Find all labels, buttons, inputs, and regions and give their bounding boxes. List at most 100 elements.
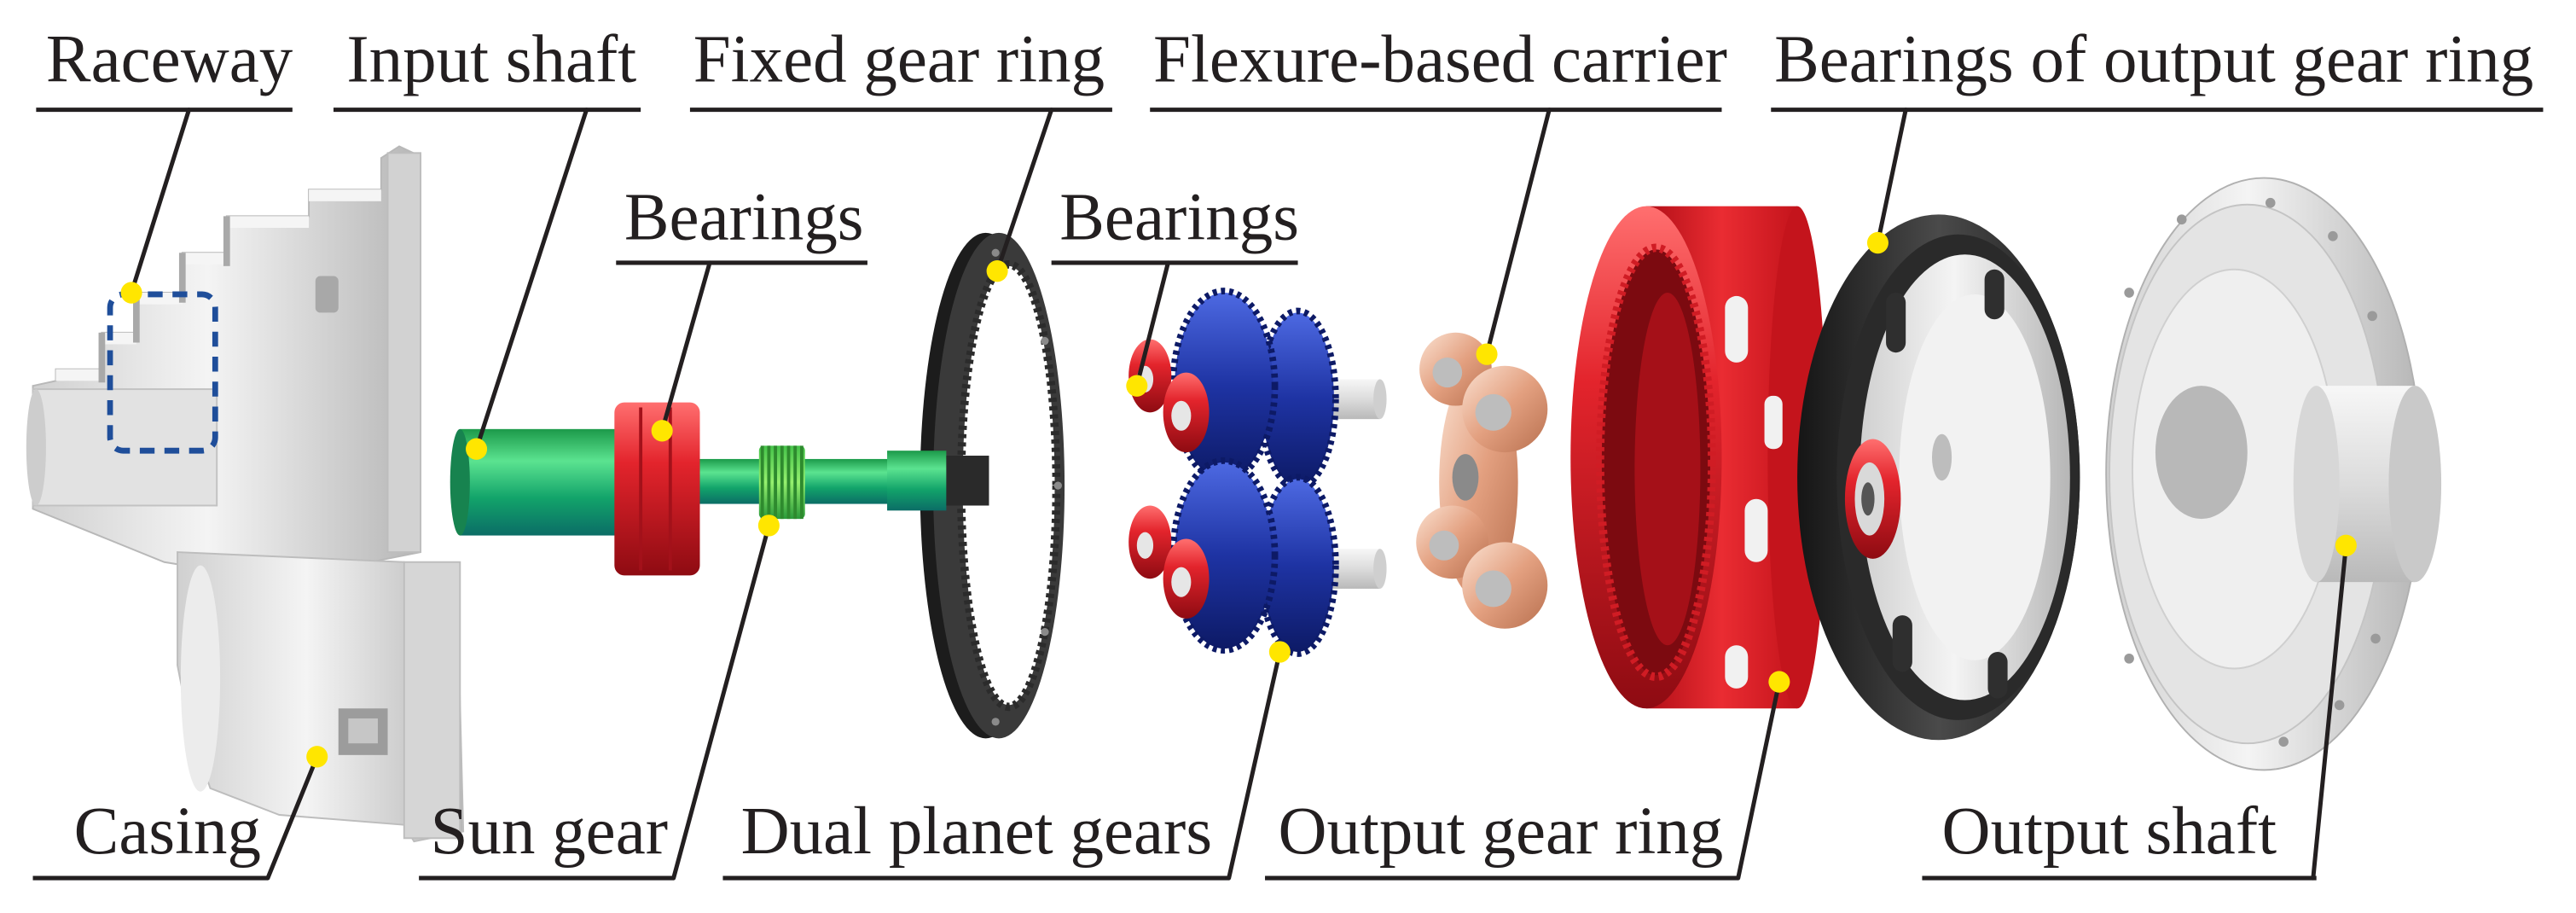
casing-step-6 [309,189,381,201]
label-casing: Casing [74,793,261,869]
planet-gear-lower-back-teeth [1256,474,1339,657]
raceway-highlight-box [107,291,218,454]
label-fixed-gear-ring: Fixed gear ring [693,21,1105,97]
leader-bearings-input [659,260,712,433]
output-gear-ring [1570,206,1827,709]
label-underlines [32,108,2544,881]
label-bearings-planet: Bearings [1059,179,1299,255]
carrier-pin-hole [1475,570,1511,608]
label-raceway: Raceway [46,21,293,97]
casing-riser-3 [178,253,186,303]
casing-riser-4 [223,216,230,266]
casing-upper-notch [315,276,339,313]
label-bearings-of-output-gear-ring: Bearings of output gear ring [1774,21,2533,97]
fixed-gear-ring-hole [1053,481,1062,490]
output-shaft-bolt-hole [2334,700,2345,711]
casing-step-2 [102,332,136,345]
marker-dots [120,231,2357,768]
casing-boss [32,388,218,507]
carrier-center-hole [1452,454,1479,501]
output-bearing-slot [1984,269,2005,320]
fixed-gear-ring-hole [991,248,1000,257]
label-output-shaft: Output shaft [1942,793,2277,869]
marker-input-shaft [466,438,488,460]
casing-step-5 [226,216,310,229]
marker-bearings-planet [1126,375,1148,397]
output-gear-ring-slot [1764,395,1783,450]
output-shaft-hub-base [2293,386,2340,583]
output-bearing-slot [1892,615,1912,672]
casing-step-4 [182,253,227,265]
output-bearing-slot [1886,293,1906,353]
planet-bearing-lower-b-bore [1171,567,1192,597]
casing-step-1 [55,369,102,381]
marker-bearings-input [651,420,673,442]
output-shaft-bolt-hole [2370,633,2381,644]
bearings-of-output-gear-ring [1797,214,2080,741]
input-shaft-end [450,428,470,536]
output-shaft-hub-end [2388,386,2442,583]
casing-lower-bulge [180,565,221,792]
output-gear-ring-teeth [1596,243,1716,682]
planet-bearing-lower-a-bore [1136,532,1154,559]
planet-bearing-upper-b-bore [1171,400,1192,431]
output-shaft-center-hole [2155,386,2248,520]
casing-flange [403,561,461,840]
planet-gear-lower-back [1262,479,1334,653]
leader-lines [129,108,2348,881]
leader-flexure-based-carrier [1484,108,1552,357]
output-gear-ring-slot [1744,498,1768,562]
output-gear-ring-inner [1634,293,1701,646]
casing [26,145,465,843]
carrier-pin-hole [1429,530,1459,561]
casing-boss-end [26,389,46,506]
marker-casing [306,746,328,768]
leader-fixed-gear-ring [995,108,1054,274]
leader-dual-planet-gears [1227,649,1282,881]
label-sun-gear: Sun gear [431,793,668,869]
sun-gear [758,445,805,520]
output-bearing-red-ring-core [1861,482,1875,516]
fixed-gear-ring-hole [1041,336,1049,346]
fixed-gear-ring-hole [991,718,1000,726]
carrier-pin-hole [1475,393,1511,431]
carrier-pin-hole [1432,358,1463,388]
label-dual-planet-gears: Dual planet gears [741,793,1212,869]
marker-output-shaft [2335,534,2357,556]
input-bearing-body [614,402,700,576]
leader-bearings-planet [1134,260,1170,388]
flexure-based-carrier [1416,332,1548,629]
marker-bearings-of-output-gear-ring [1866,231,1888,254]
label-bearings-input: Bearings [624,179,864,255]
casing-riser-2 [133,293,140,343]
output-gear-ring-slot [1725,295,1749,363]
output-bearing-slot [1987,652,2008,699]
input-shaft-tip [946,456,989,506]
casing-lower-notch-inner [348,718,378,744]
planet-pin-upper-end [1373,379,1387,420]
marker-fixed-gear-ring [986,260,1008,282]
planet-gear-upper-back [1262,312,1334,486]
fixed-gear-ring-bore [962,265,1055,706]
input-shaft [450,428,989,536]
marker-sun-gear [757,515,780,537]
output-shaft-bolt-hole [2328,230,2338,241]
casing-riser-1 [98,332,106,383]
input-shaft-collar [887,451,947,511]
marker-raceway [120,282,142,304]
casing-back-plate [386,152,422,554]
output-shaft [2105,177,2442,771]
output-shaft-bolt-hole [2265,197,2276,208]
output-bearing-inner [1899,294,2051,660]
output-shaft-bolt-hole [2124,288,2134,298]
input-shaft-main [460,428,624,536]
output-bearing-pin [1932,433,1952,481]
output-shaft-bolt-hole [2176,214,2187,225]
output-shaft-bolt-hole [2124,653,2134,664]
leader-sun-gear [671,523,771,881]
marker-output-gear-ring [1768,671,1790,693]
part-labels: Raceway Input shaft Fixed gear ring Flex… [46,21,2533,869]
output-shaft-bolt-hole [2367,311,2377,322]
marker-flexure-based-carrier [1476,343,1498,365]
